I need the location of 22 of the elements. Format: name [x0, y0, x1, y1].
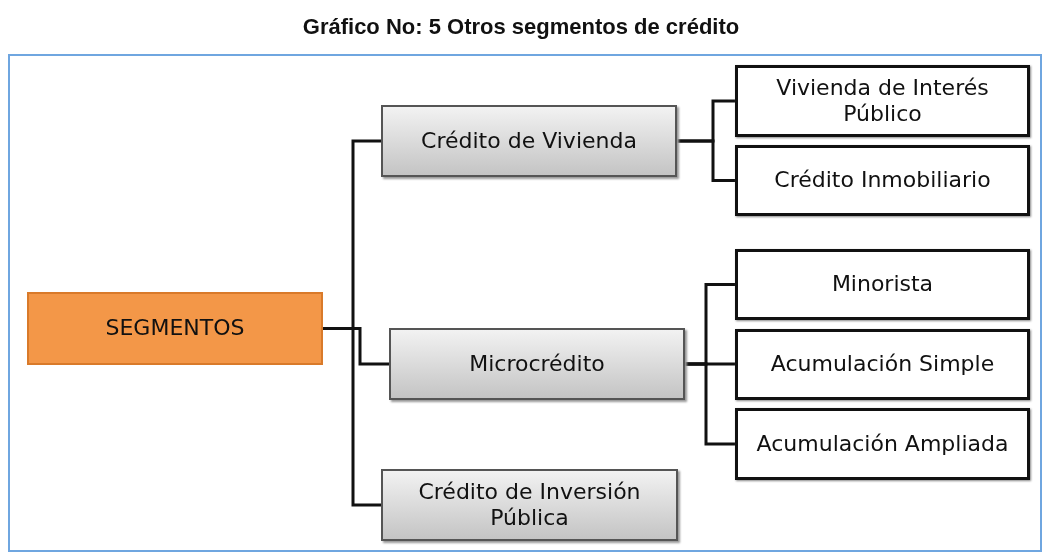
node-label: Crédito de Vivienda [421, 127, 637, 155]
diagram-title: Gráfico No: 5 Otros segmentos de crédito [301, 14, 741, 40]
subcategory-box [735, 145, 1030, 216]
subcategory-box [735, 329, 1030, 400]
node-label: Minorista [831, 271, 934, 298]
connector-line [323, 327, 381, 507]
node-label: Vivienda de Interés Público [775, 74, 990, 128]
category-box [381, 105, 677, 177]
root-box [27, 292, 323, 365]
node-label: Crédito Inmobiliario [774, 167, 991, 194]
category-box [389, 328, 685, 400]
connector-line [685, 362, 735, 446]
node-label: Crédito de Inversión Pública [417, 478, 642, 532]
connector-line [677, 139, 735, 182]
node-label: Microcrédito [469, 350, 605, 378]
subcategory-box [735, 408, 1030, 480]
node-label: SEGMENTOS [105, 315, 245, 342]
node-label: Acumulación Ampliada [756, 430, 1009, 458]
category-box [381, 469, 678, 541]
node-label: Acumulación Simple [770, 351, 995, 378]
subcategory-box [735, 65, 1030, 137]
subcategory-box [735, 249, 1030, 320]
